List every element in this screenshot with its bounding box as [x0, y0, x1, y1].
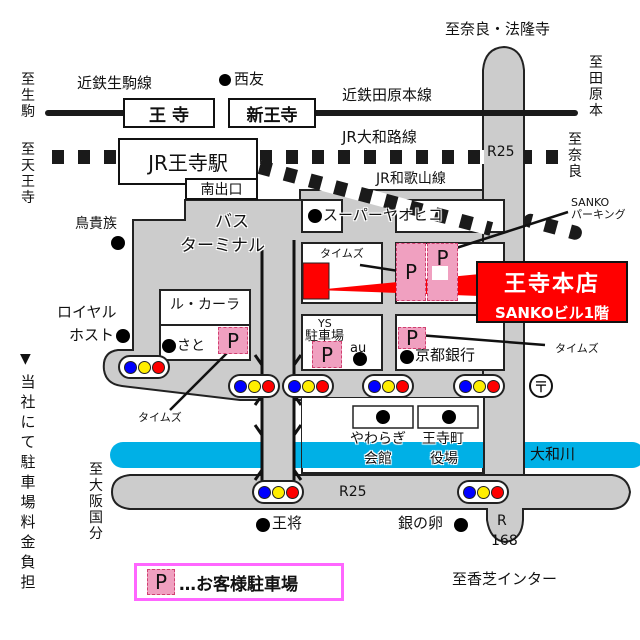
traffic-signal — [252, 480, 304, 504]
road-center-vertical — [262, 240, 294, 485]
road-label-r168-1: R — [497, 513, 507, 529]
landmark-gin-no-tamago: 銀の卵 — [398, 514, 444, 532]
river-label: 大和川 — [530, 445, 576, 463]
landmark-dot-ohsho — [256, 518, 270, 532]
parking-kyoto-bank[interactable]: P — [398, 326, 426, 350]
landmark-dot-torikizoku — [111, 236, 125, 250]
note-marker-icon: ▼ — [20, 351, 31, 367]
landmark-dot-au — [353, 352, 367, 366]
store-marker-left — [302, 262, 330, 300]
landmark-dot-sato — [162, 339, 176, 353]
landmark-sato: さと — [177, 338, 205, 354]
landmark-dot-town-hall — [442, 410, 456, 424]
label-times-left: タイムズ — [320, 247, 364, 260]
label-times-sato: タイムズ — [138, 411, 182, 424]
landmark-nishitomo: 西友 — [234, 70, 265, 88]
road-r25-lower — [110, 474, 632, 544]
direction-ikoma: 至生駒 — [21, 72, 35, 120]
traffic-signal — [228, 374, 280, 398]
direction-north: 至奈良・法隆寺 — [445, 20, 551, 38]
rail-jr-yamatoji-left — [42, 150, 122, 164]
label-sanko-parking-1: SANKO — [571, 196, 610, 209]
direction-tawaramoto: 至田原本 — [589, 55, 603, 119]
direction-kashiba-ic: 至香芝インター — [452, 570, 558, 588]
landmark-yawaragi-1: やわらぎ — [350, 431, 406, 447]
landmark-dot-kyoto-bank — [400, 350, 414, 364]
rail-jr-yamatoji-right — [256, 150, 484, 164]
leader-times-sato — [169, 347, 233, 411]
label-kintetsu-tawaramoto: 近鉄田原本線 — [342, 86, 433, 104]
landmark-royal-host-2: ホスト — [69, 326, 115, 344]
landmark-royal-host-1: ロイヤル — [57, 303, 117, 321]
label-sanko-parking-2: パーキング — [571, 208, 626, 221]
station-shin-oji[interactable]: 新王寺 — [228, 98, 316, 128]
direction-tennoji: 至天王寺 — [21, 142, 35, 206]
parking-store-1[interactable]: P — [396, 243, 426, 301]
traffic-signal — [453, 374, 505, 398]
landmark-dot-royal-host — [116, 329, 130, 343]
parking-sato[interactable]: P — [218, 327, 248, 354]
station-south-exit[interactable]: 南出口 — [185, 178, 258, 200]
legend-parking-icon: P — [147, 569, 175, 595]
leader-times-right — [417, 333, 546, 347]
landmark-kyoto-bank: 京都銀行 — [415, 346, 476, 364]
road-label-r25-top: R25 — [487, 144, 515, 160]
post-office-icon: 〒 — [529, 374, 553, 398]
legend: P …お客様駐車場 — [134, 563, 344, 601]
landmark-town-hall-2: 役場 — [430, 451, 458, 467]
label-kintetsu-ikoma: 近鉄生駒線 — [77, 74, 153, 92]
bus-terminal-label-1: バス — [215, 212, 249, 232]
road-label-r25-bottom: R25 — [339, 484, 367, 500]
store-callout[interactable]: 王寺本店 SANKOビル1階 — [476, 261, 628, 323]
label-times-right: タイムズ — [555, 342, 599, 355]
station-oji[interactable]: 王 寺 — [123, 98, 215, 128]
landmark-le-carra: ル・カーラ — [170, 297, 240, 313]
landmark-torikizoku: 鳥貴族 — [75, 216, 117, 232]
label-jr-wakayama: JR和歌山線 — [376, 171, 446, 187]
traffic-signal — [282, 374, 334, 398]
rail-jr-wakayama — [257, 160, 494, 236]
landmark-dot-yawaragi — [376, 410, 390, 424]
landmark-au: au — [350, 341, 367, 356]
landmark-ohsho: 王将 — [272, 514, 303, 532]
label-jr-yamatoji: JR大和路線 — [342, 128, 417, 146]
traffic-signal — [362, 374, 414, 398]
landmark-dot-gin-no-tamago — [454, 518, 468, 532]
traffic-signal — [118, 355, 170, 379]
bus-terminal-label-2: ターミナル — [180, 236, 265, 256]
store-building: SANKOビル1階 — [494, 304, 610, 322]
direction-nara: 至奈良 — [568, 132, 582, 180]
parking-ys[interactable]: P — [312, 341, 342, 368]
legend-text: …お客様駐車場 — [179, 574, 298, 595]
traffic-signal — [457, 480, 509, 504]
landmark-ys-parking-2: 駐車場 — [305, 329, 345, 344]
store-name: 王寺本店 — [503, 272, 600, 297]
landmark-dot-yaohiko — [308, 209, 322, 223]
leader-sanko-parking — [449, 210, 569, 252]
direction-osaka-kokubu: 至大阪国分 — [89, 462, 103, 542]
landmark-yawaragi-2: 会館 — [364, 451, 392, 467]
landmark-dot-nishitomo — [219, 74, 231, 86]
road-label-r168-2: 168 — [491, 533, 518, 549]
note-text: 当社にて駐車場料金負担 — [20, 373, 36, 591]
landmark-super-yaohiko: スーパーヤオヒコ — [323, 206, 443, 224]
landmark-ys-parking-1: YS — [318, 317, 332, 330]
landmark-town-hall-1: 王寺町 — [422, 431, 464, 447]
